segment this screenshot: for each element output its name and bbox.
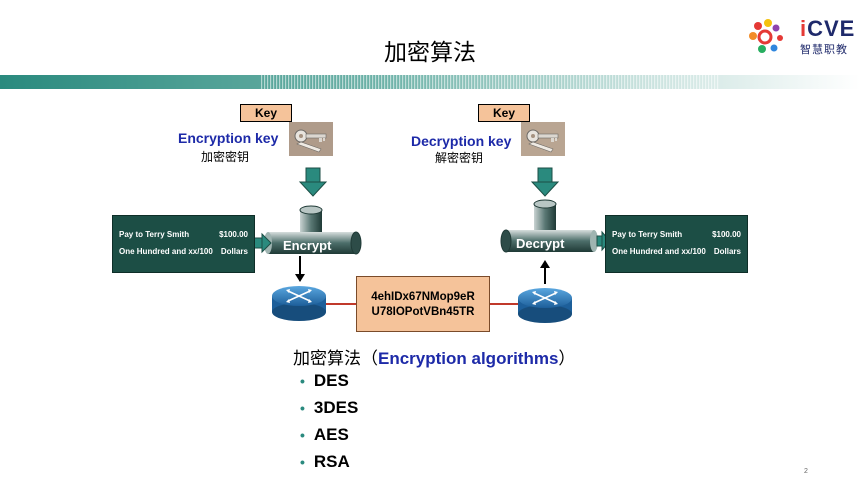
icve-flower-logo-icon bbox=[749, 19, 783, 53]
msg-payee: Pay to Terry Smith bbox=[119, 230, 190, 239]
logo-subtitle: 智慧职教 bbox=[800, 43, 848, 56]
list-item: •3DES bbox=[300, 398, 359, 417]
router-right-icon bbox=[518, 288, 572, 323]
list-item: •RSA bbox=[300, 452, 350, 471]
msg-amount: $100.00 bbox=[219, 230, 248, 239]
logo-text: iCVE bbox=[800, 16, 856, 41]
encrypt-key-box: Key bbox=[240, 104, 292, 122]
encryption-key-label-cn: 加密密钥 bbox=[201, 150, 250, 164]
list-item: •AES bbox=[300, 425, 349, 444]
encrypt-pipe: Encrypt bbox=[264, 205, 362, 255]
encrypt-label: Encrypt bbox=[283, 238, 332, 253]
arrow-encrypt-to-router bbox=[295, 256, 305, 282]
key-photo-icon bbox=[521, 122, 565, 156]
algorithms-list: •DES •3DES •AES •RSA bbox=[300, 371, 358, 479]
message-arrow-encrypt bbox=[253, 232, 272, 254]
msg-amount: $100.00 bbox=[712, 230, 741, 239]
decrypt-label: Decrypt bbox=[516, 236, 565, 251]
algorithms-heading: 加密算法（Encryption algorithms） bbox=[293, 349, 576, 369]
page-number: 2 bbox=[804, 468, 808, 475]
decryption-key-label-cn: 解密密钥 bbox=[435, 151, 484, 165]
ciphertext-line2: U78IOPotVBn45TR bbox=[371, 306, 475, 318]
ciphertext-line1: 4ehIDx67NMop9eR bbox=[371, 291, 475, 303]
msg-amount-words: One Hundred and xx/100 bbox=[119, 247, 213, 256]
key-arrow-encrypt bbox=[298, 167, 328, 197]
key-arrow-decrypt bbox=[530, 167, 560, 197]
plaintext-message-encrypt: Pay to Terry Smith $100.00 One Hundred an… bbox=[112, 215, 255, 273]
msg-payee: Pay to Terry Smith bbox=[612, 230, 683, 239]
header-divider-bar bbox=[0, 75, 860, 89]
decrypt-key-box: Key bbox=[478, 104, 530, 122]
list-item: •DES bbox=[300, 371, 349, 390]
arrow-router-to-decrypt bbox=[540, 260, 550, 284]
router-left-icon bbox=[272, 286, 326, 321]
decryption-key-label: Decryption key bbox=[411, 133, 512, 149]
encryption-key-label: Encryption key bbox=[178, 130, 279, 146]
msg-currency: Dollars bbox=[220, 247, 248, 256]
ciphertext-box: 4ehIDx67NMop9eR U78IOPotVBn45TR bbox=[356, 276, 490, 332]
msg-amount-words: One Hundred and xx/100 bbox=[612, 247, 706, 256]
key-photo-icon bbox=[289, 122, 333, 156]
slide-title: 加密算法 bbox=[384, 40, 476, 66]
decrypt-pipe: Decrypt bbox=[500, 199, 598, 253]
msg-currency: Dollars bbox=[713, 247, 741, 256]
plaintext-message-decrypt: Pay to Terry Smith $100.00 One Hundred an… bbox=[605, 215, 748, 273]
